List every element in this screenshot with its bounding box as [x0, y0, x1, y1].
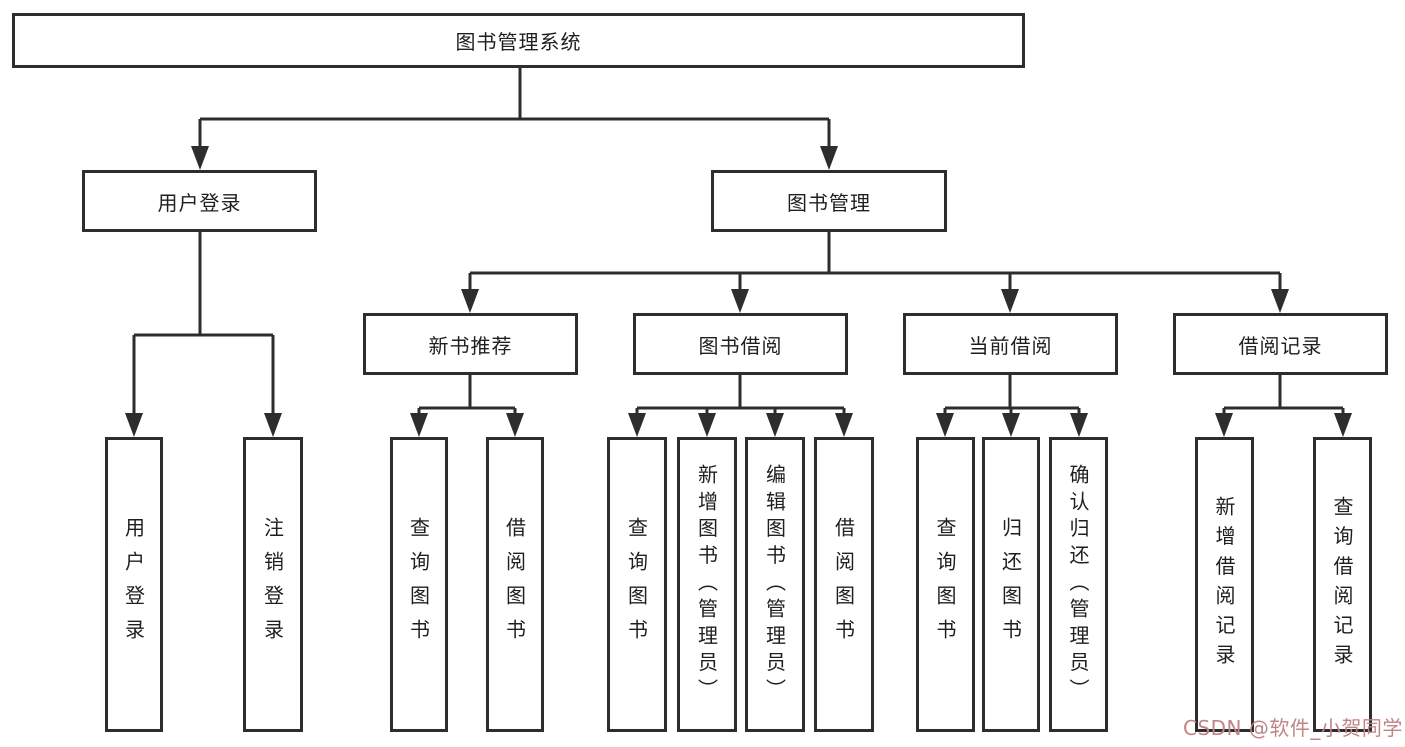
leaf-bb-borrow-books-label: 借阅图书 — [831, 516, 856, 653]
leaf-bb-add-book-admin: 新增图书（管理员） — [677, 437, 737, 732]
leaf-cb-confirm-return-admin: 确认归还（管理员） — [1049, 437, 1108, 732]
node-borrow-records: 借阅记录 — [1173, 313, 1388, 375]
leaf-cb-confirm-return-admin-label: 确认归还（管理员） — [1066, 463, 1090, 706]
leaf-cb-query-books-label: 查询图书 — [933, 516, 957, 653]
leaf-bb-add-book-admin-label: 新增图书（管理员） — [694, 463, 719, 706]
leaf-logout: 注销登录 — [243, 437, 303, 732]
leaf-nbr-query-books-label: 查询图书 — [406, 516, 431, 653]
leaf-br-query-record-label: 查询借阅记录 — [1330, 495, 1354, 674]
leaf-bb-borrow-books: 借阅图书 — [814, 437, 874, 732]
leaf-cb-return-books: 归还图书 — [982, 437, 1040, 732]
leaf-cb-return-books-label: 归还图书 — [998, 516, 1023, 653]
branch-book-management: 图书管理 — [711, 170, 947, 232]
leaf-cb-query-books: 查询图书 — [916, 437, 975, 732]
leaf-br-query-record: 查询借阅记录 — [1313, 437, 1372, 732]
node-book-borrowing: 图书借阅 — [633, 313, 848, 375]
arrowheads — [125, 146, 1352, 437]
leaf-bb-query-books-label: 查询图书 — [624, 516, 649, 653]
leaf-bb-edit-book-admin-label: 编辑图书（管理员） — [762, 463, 787, 706]
branch-user-login: 用户登录 — [82, 170, 317, 232]
leaf-nbr-query-books: 查询图书 — [390, 437, 448, 732]
root-node-library-system: 图书管理系统 — [12, 13, 1025, 68]
node-new-book-recommend: 新书推荐 — [363, 313, 578, 375]
tree-connector-path — [132, 68, 1345, 417]
leaf-nbr-borrow-books: 借阅图书 — [486, 437, 544, 732]
leaf-user-login-label: 用户登录 — [121, 516, 146, 653]
leaf-br-add-record: 新增借阅记录 — [1195, 437, 1254, 732]
csdn-watermark: CSDN @软件_小贺同学 — [1183, 716, 1403, 740]
leaf-br-add-record-label: 新增借阅记录 — [1212, 495, 1236, 674]
leaf-logout-label: 注销登录 — [260, 516, 285, 653]
leaf-nbr-borrow-books-label: 借阅图书 — [502, 516, 527, 653]
leaf-bb-edit-book-admin: 编辑图书（管理员） — [745, 437, 805, 732]
leaf-bb-query-books: 查询图书 — [607, 437, 667, 732]
node-current-borrowing: 当前借阅 — [903, 313, 1118, 375]
leaf-user-login: 用户登录 — [105, 437, 163, 732]
